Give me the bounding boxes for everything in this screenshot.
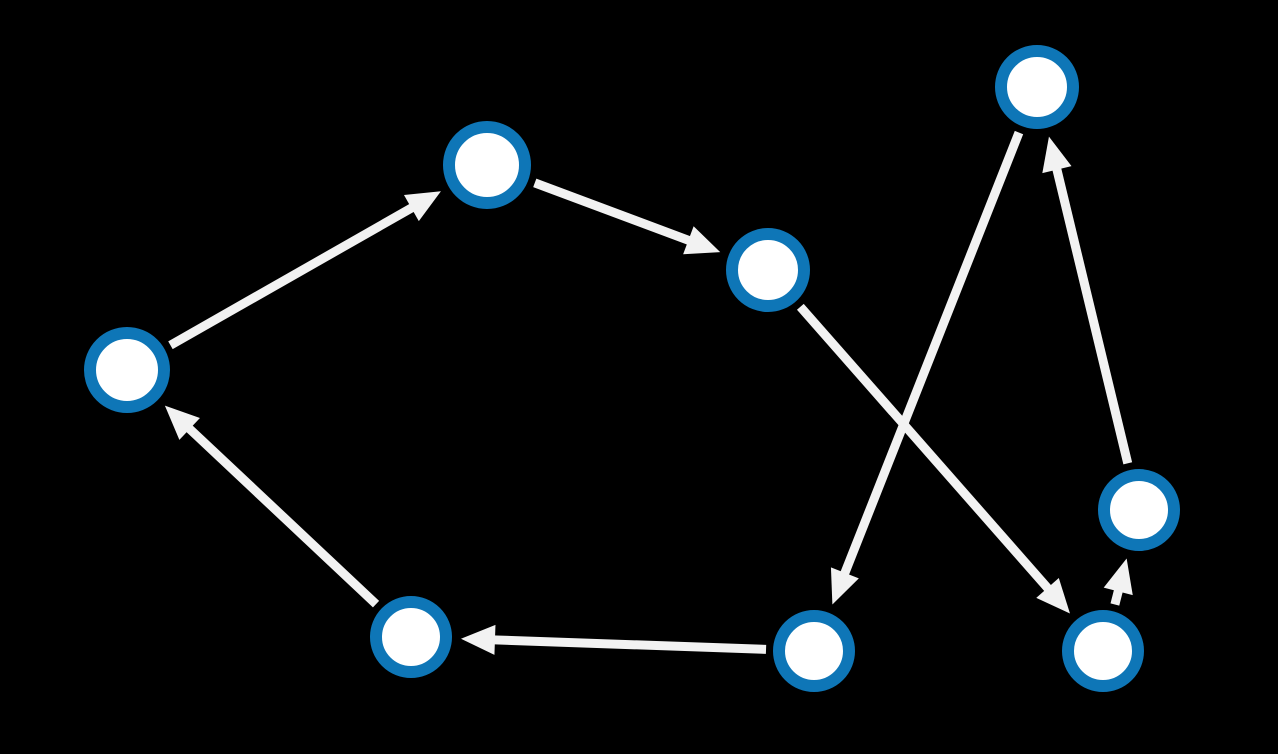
edge-arrowhead [683, 226, 721, 255]
node-layer [84, 45, 1180, 692]
graph-node[interactable] [443, 121, 531, 209]
edge-arrowhead [830, 567, 859, 605]
graph-node[interactable] [726, 228, 810, 312]
edge-arrowhead [164, 405, 200, 440]
edge-arrowhead [1042, 136, 1072, 174]
edge-arrowhead [403, 191, 441, 222]
node-circle[interactable] [1062, 610, 1144, 692]
graph-node[interactable] [1062, 610, 1144, 692]
graph-node[interactable] [995, 45, 1079, 129]
graph-edge[interactable] [164, 405, 380, 608]
graph-edge[interactable] [1103, 558, 1133, 606]
node-circle[interactable] [370, 596, 452, 678]
graph-node[interactable] [773, 610, 855, 692]
graph-edge[interactable] [1042, 136, 1133, 465]
graph-edge[interactable] [168, 191, 441, 350]
node-circle[interactable] [1098, 469, 1180, 551]
graph-node[interactable] [84, 327, 170, 413]
edge-arrowhead [1103, 558, 1133, 596]
graph-node[interactable] [370, 596, 452, 678]
node-circle[interactable] [84, 327, 170, 413]
edge-layer [164, 130, 1133, 655]
graph-node[interactable] [1098, 469, 1180, 551]
edge-arrowhead [1036, 578, 1070, 614]
node-circle[interactable] [995, 45, 1079, 129]
edge-arrowhead [460, 624, 496, 655]
node-circle[interactable] [726, 228, 810, 312]
graph-edge[interactable] [533, 178, 721, 255]
graph-edge[interactable] [796, 303, 1070, 614]
node-circle[interactable] [443, 121, 531, 209]
graph-edge[interactable] [830, 130, 1024, 605]
graph-edge[interactable] [460, 624, 767, 655]
node-circle[interactable] [773, 610, 855, 692]
